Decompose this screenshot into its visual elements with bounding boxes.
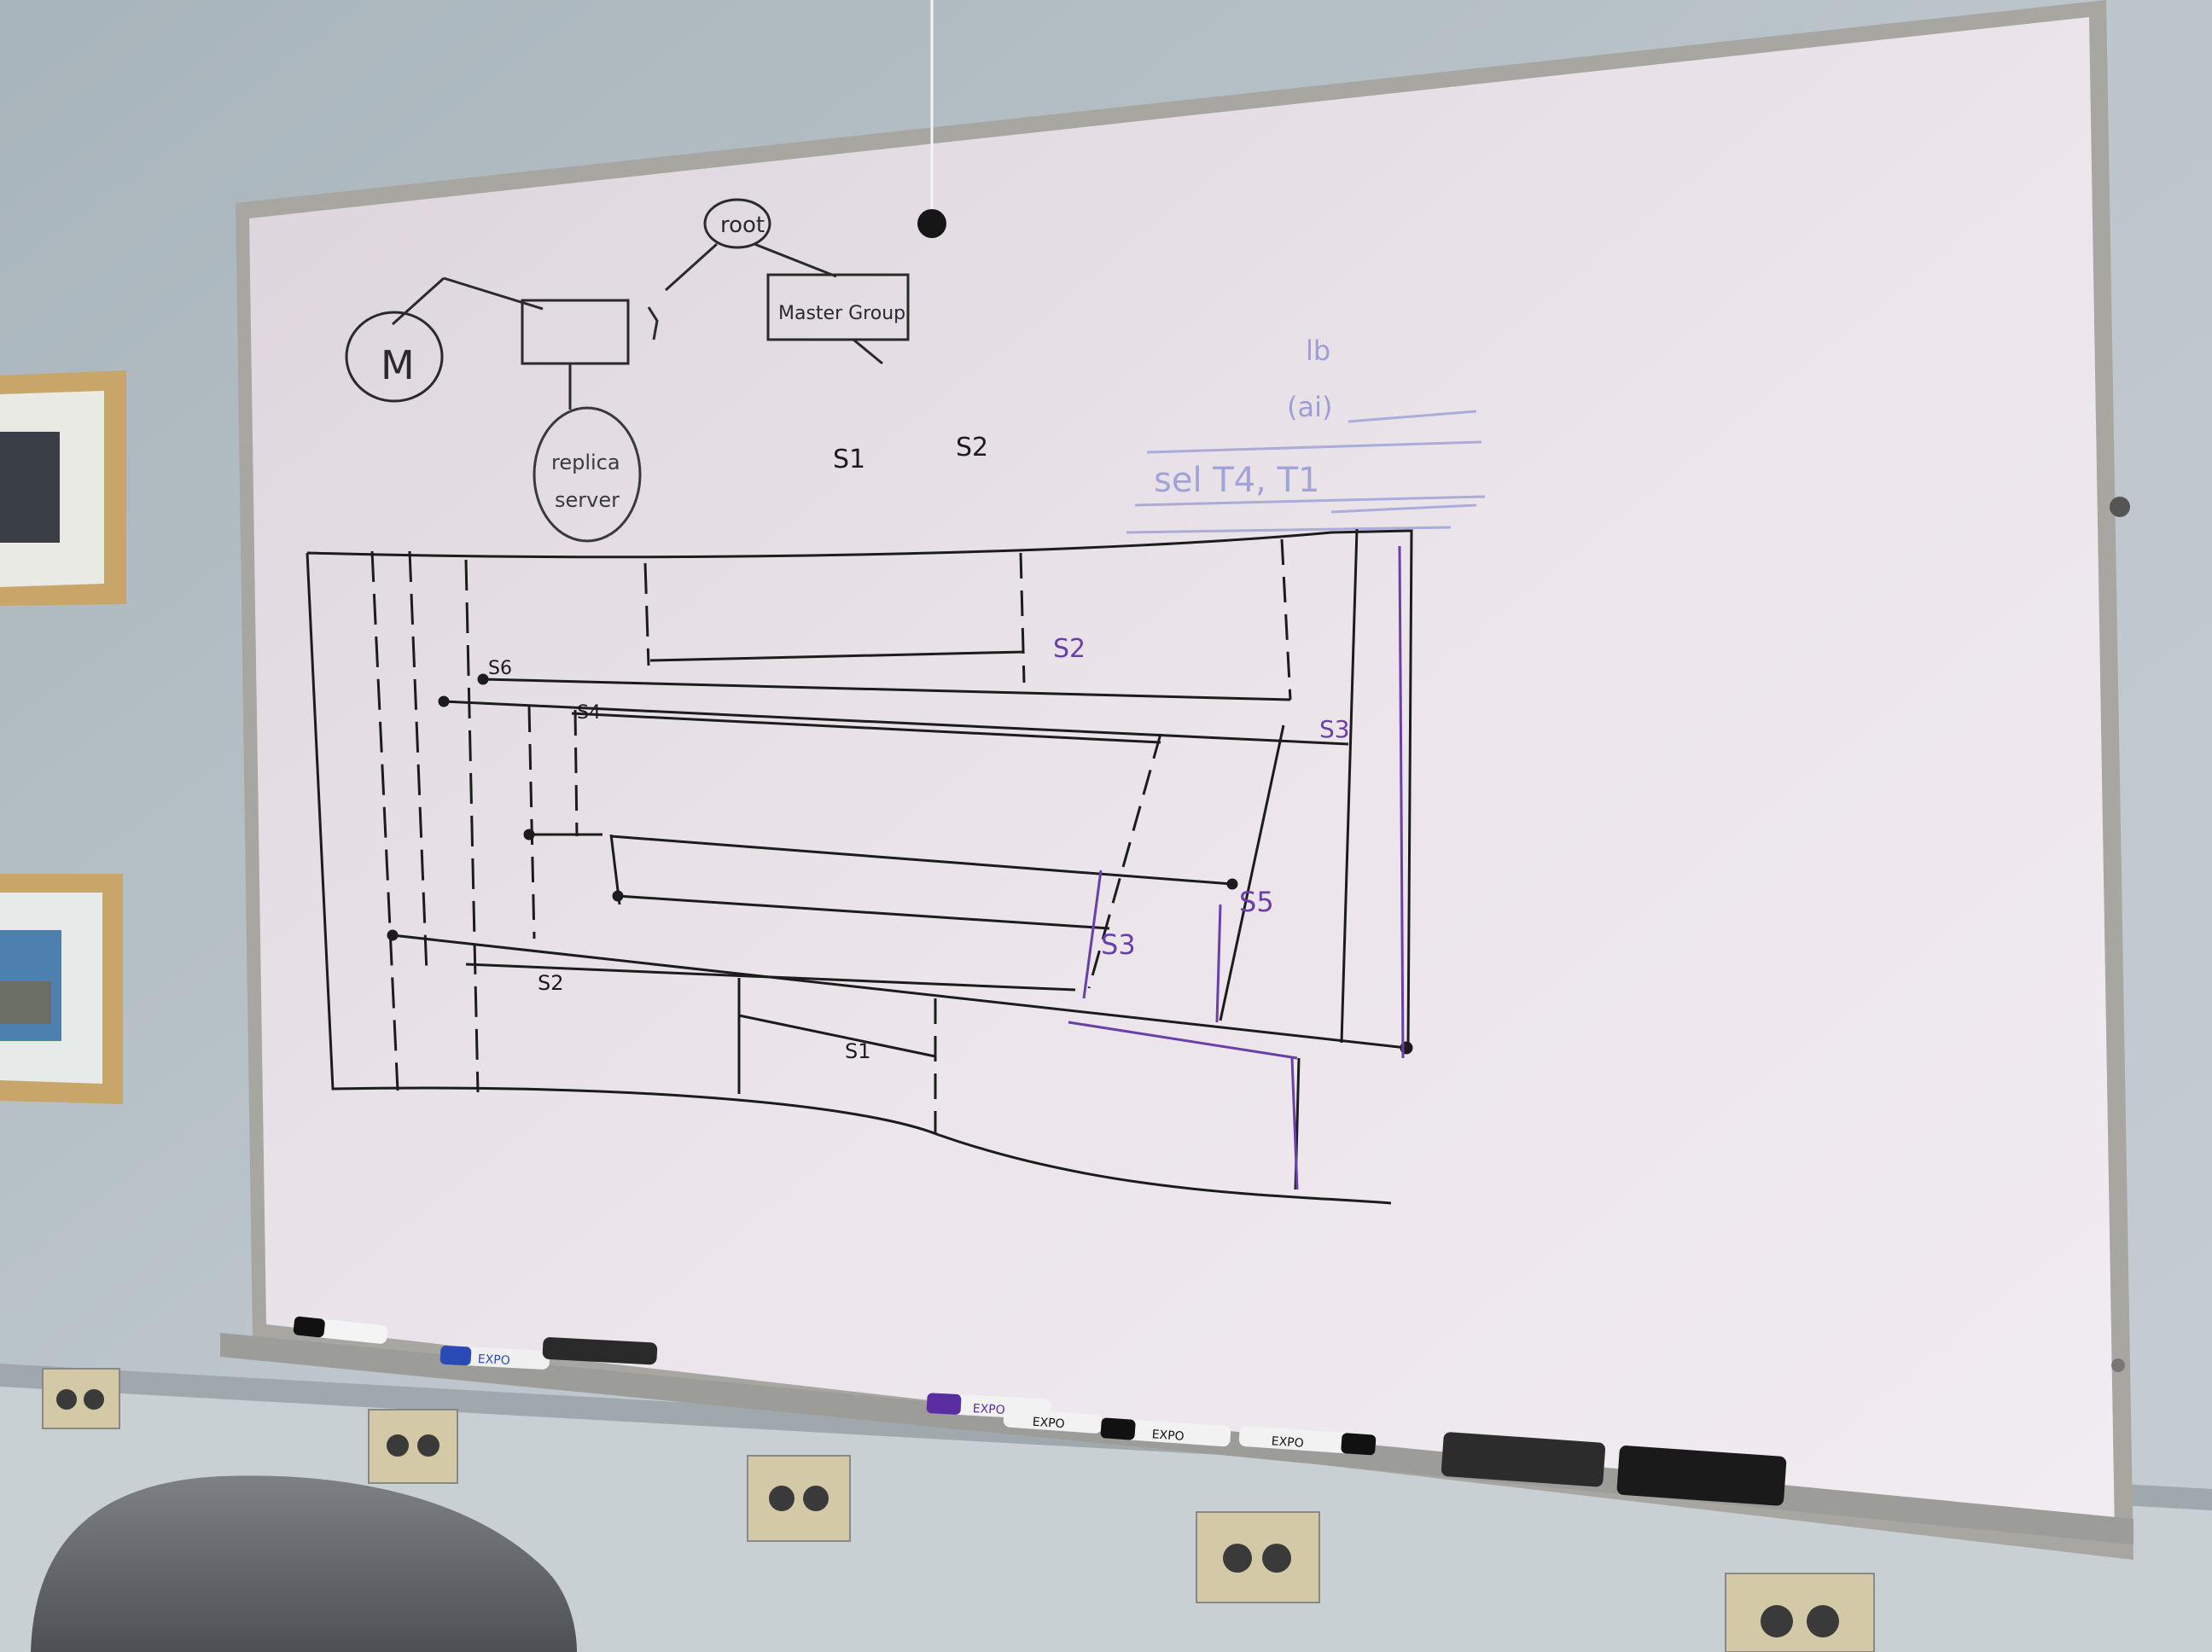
marker-brand-label: EXPO [1271, 1434, 1304, 1451]
label-s5: S5 [1239, 886, 1274, 918]
marker-black-4[interactable]: EXPO [1100, 1417, 1231, 1447]
top-s2-label: S2 [956, 433, 988, 462]
label-s1: S1 [845, 1039, 871, 1063]
master-group-label: Master Group [778, 303, 905, 324]
label-s2-low: S2 [538, 971, 564, 995]
replica-label: replica [551, 451, 620, 474]
server-label: server [555, 488, 620, 512]
whiteboard-surface [249, 17, 2115, 1536]
marker-brand-label: EXPO [477, 1352, 510, 1368]
label-s3-right: S3 [1319, 715, 1350, 743]
empty-box [521, 299, 630, 365]
eraser-1[interactable] [1441, 1432, 1606, 1487]
label-s2-top: S2 [1053, 634, 1086, 664]
marker-brand-label: EXPO [1151, 1428, 1185, 1444]
tree-sketch [345, 198, 910, 543]
hanging-weight-icon [917, 209, 946, 238]
top-s1-label: S1 [833, 445, 865, 474]
outlet-3 [747, 1455, 851, 1542]
frame-screw-icon [2111, 1358, 2125, 1372]
root-label: root [720, 212, 765, 238]
frame-screw-icon [2110, 497, 2130, 517]
marker-purple[interactable]: EXPO [926, 1393, 1052, 1420]
m-label: M [381, 342, 415, 388]
faded-note-lb: lb [1306, 334, 1330, 367]
outlet-5 [1725, 1573, 1875, 1652]
marker-black-3[interactable]: EXPO [1003, 1408, 1103, 1434]
marker-brand-label: EXPO [972, 1402, 1005, 1417]
outlet-1 [42, 1368, 120, 1429]
marker-tray-items: EXPO EXPO EXPO EXPO EXPO [293, 1316, 1787, 1507]
faded-note-sel: sel T4, T1 [1154, 461, 1319, 500]
marker-black-5[interactable]: EXPO [1238, 1426, 1377, 1456]
purple-annotations [1068, 545, 1405, 1190]
picture-frame-lower [0, 874, 123, 1104]
diagram-outline [306, 529, 1413, 1205]
marker-black-2[interactable] [542, 1337, 658, 1365]
marker-blue-1[interactable]: EXPO [439, 1345, 550, 1370]
outlet-4 [1196, 1511, 1320, 1603]
label-s3-mid: S3 [1101, 928, 1136, 961]
replica-server-node [533, 406, 642, 543]
faded-notes: lb (ai) sel T4, T1 [1126, 334, 1486, 534]
label-s4: S4 [577, 702, 601, 724]
marker-black-1[interactable] [293, 1316, 388, 1344]
picture-frame-upper [0, 370, 126, 606]
master-group-box [766, 273, 910, 341]
root-node [703, 198, 771, 249]
outlet-2 [368, 1409, 458, 1484]
m-node [345, 311, 444, 403]
eraser-2[interactable] [1616, 1446, 1787, 1507]
faded-note-ai: (ai) [1287, 391, 1332, 423]
power-outlets [42, 1368, 1875, 1652]
marker-brand-label: EXPO [1032, 1416, 1065, 1432]
chair-back [31, 1475, 577, 1652]
label-s6: S6 [488, 658, 512, 679]
